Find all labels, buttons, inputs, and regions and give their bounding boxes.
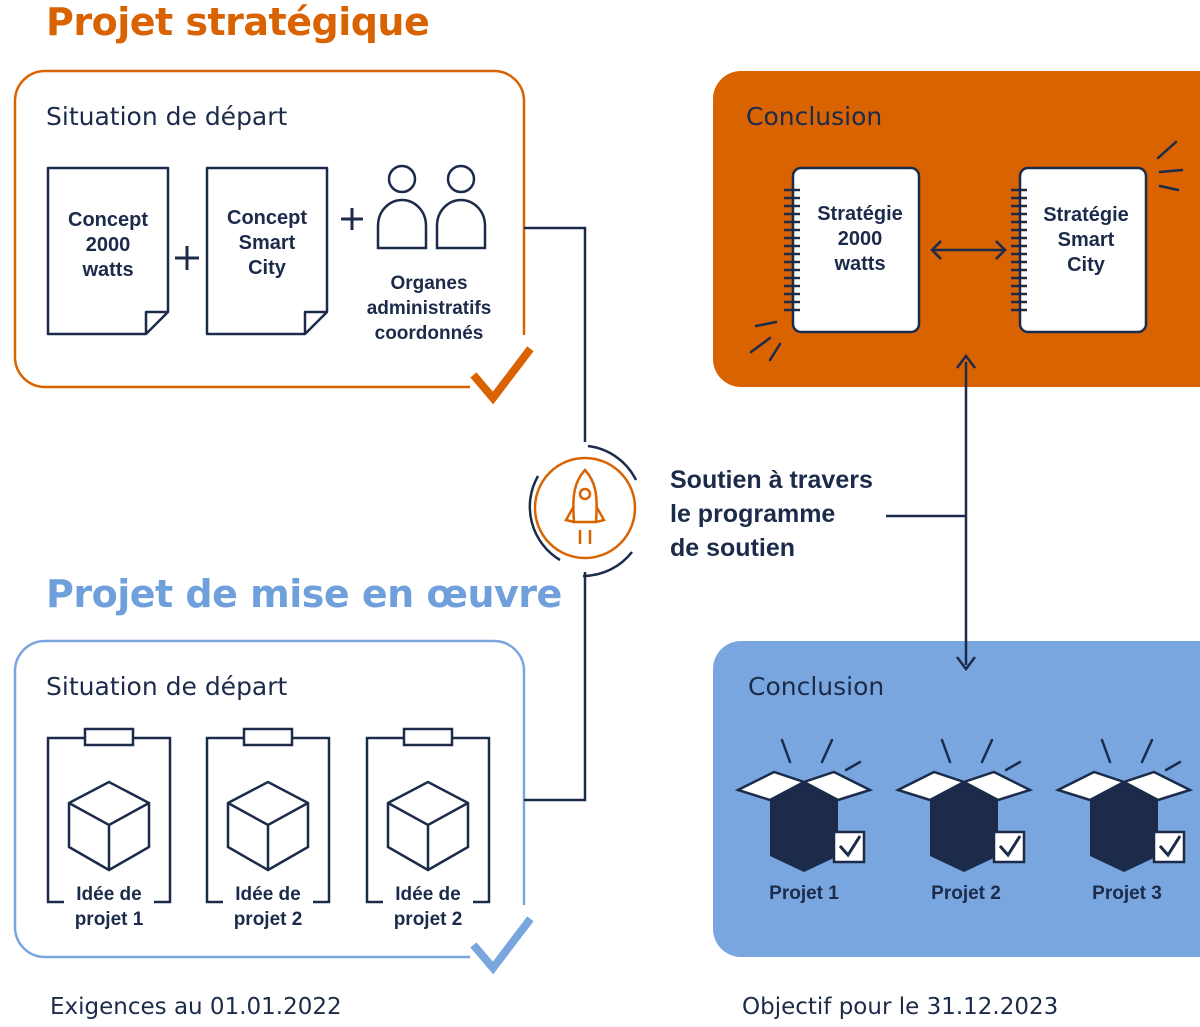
strategic-conclusion-label: Conclusion [746, 102, 883, 131]
project-label-3: Projet 3 [1092, 883, 1162, 904]
idea-label-2: Idée de projet 2 [233, 884, 303, 930]
notebook-label-smart-city: Stratégie Smart City [1043, 204, 1129, 276]
footer-left: Exigences au 01.01.2022 [50, 994, 342, 1020]
project-label-2: Projet 2 [931, 883, 1001, 904]
document-icon-smart-city [205, 166, 329, 336]
spark-icon [749, 140, 1184, 362]
clipboard-icon-2 [205, 727, 331, 904]
implementation-start-label: Situation de départ [46, 672, 288, 701]
notebook-icon-2000-watts [784, 166, 921, 334]
plus-icon-2 [341, 208, 363, 230]
people-label: Organes administratifs coordonnés [366, 273, 492, 344]
document-label-smart-city: Concept Smart City [227, 207, 307, 279]
connector-left [524, 226, 587, 802]
strategic-start-label: Situation de départ [46, 102, 288, 131]
clipboard-icon-1 [46, 727, 172, 904]
support-text: Soutien à travers le programme de soutie… [670, 466, 873, 562]
check-icon-orange [470, 346, 534, 405]
check-icon-blue [470, 916, 534, 975]
open-box-icon-1 [734, 738, 874, 872]
rocket-icon [528, 444, 638, 578]
document-label-2000-watts: Concept 2000 watts [68, 209, 148, 281]
implementation-title: Projet de mise en œuvre [46, 572, 562, 616]
project-label-1: Projet 1 [769, 883, 839, 904]
double-arrow-icon [930, 240, 1007, 260]
idea-label-1: Idée de projet 1 [74, 884, 144, 930]
idea-label-3: Idée de projet 2 [393, 884, 463, 930]
strategic-title: Projet stratégique [46, 0, 430, 44]
plus-icon-1 [175, 246, 199, 270]
clipboard-icon-3 [365, 727, 491, 904]
implementation-conclusion-label: Conclusion [748, 672, 885, 701]
document-icon-2000-watts [46, 166, 170, 336]
people-icon [376, 164, 487, 250]
open-box-icon-3 [1054, 738, 1194, 872]
notebook-icon-smart-city [1011, 166, 1148, 334]
footer-right: Objectif pour le 31.12.2023 [742, 994, 1059, 1020]
open-box-icon-2 [894, 738, 1034, 872]
notebook-label-2000-watts: Stratégie 2000 watts [817, 203, 903, 275]
